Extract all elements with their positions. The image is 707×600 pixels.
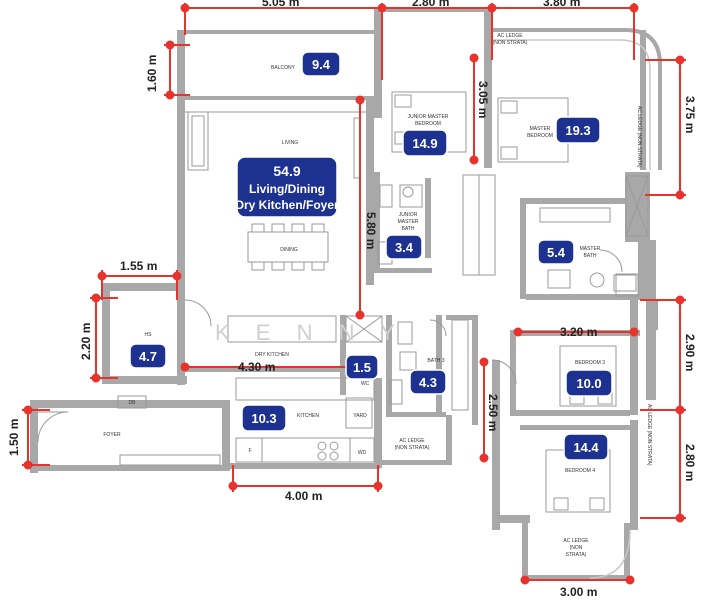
dim-junior-bedroom-depth: 3.05 m [476,81,490,118]
dimension-lines [22,3,686,585]
room-label-master-bath-2: BATH [584,253,597,259]
dim-living-depth: 5.80 m [364,212,378,249]
badge-kitchen-value: 10.3 [251,411,276,426]
badge-balcony: 9.4 [301,51,341,77]
badge-living: 54.9 Living/Dining Dry Kitchen/Foyer [235,156,339,218]
dim-bedroom3-depth: 2.90 m [683,334,697,371]
dim-balcony-depth: 1.60 m [145,55,159,92]
room-label-wd: WD [358,450,367,456]
badge-junior-master-bath-value: 3.4 [395,240,414,255]
dim-top-middle: 2.80 m [412,0,449,9]
room-label-ac-ledge-right-lower: AC LEDGE (NON STRATA) [646,404,652,466]
room-label-living: LIVING [282,140,299,146]
dim-bedroom4-width: 3.00 m [560,585,597,599]
room-label-bedroom3: BEDROOM 3 [575,360,605,366]
room-label-master-bedroom-1: MASTER [530,126,551,132]
room-label-ac-ledge-mid-2: (NON STRATA) [395,445,430,451]
room-label-junior-bath-2: MASTER [398,219,419,225]
room-label-bedroom4: BEDROOM 4 [565,468,595,474]
badge-master-bedroom-value: 19.3 [565,123,590,138]
badge-living-value: 54.9 [273,163,300,179]
room-label-ac-ledge-right-upper: AC LEDGE (NON STRATA) [636,106,642,168]
dim-master-bedroom-depth: 3.75 m [683,96,697,133]
badge-living-line1: Living/Dining [249,182,325,196]
dim-bedroom3-width: 3.20 m [560,325,597,339]
room-label-ac-ledge-bottom-3: STRATA) [566,552,587,558]
room-label-ac-ledge-bottom-2: (NON [570,545,583,551]
fixtures [37,91,649,513]
badge-master-bath: 5.4 [537,239,575,265]
badge-master-bath-value: 5.4 [547,245,566,260]
room-label-junior-bath-3: BATH [402,226,415,232]
badge-bedroom4-value: 14.4 [573,440,599,455]
room-label-yard: YARD [353,413,367,419]
dim-top-left: 5.05 m [262,0,299,9]
badge-living-line2: Dry Kitchen/Foyer [235,198,339,212]
walls [30,8,658,579]
badge-hs-value: 4.7 [139,349,157,364]
room-label-kitchen: KITCHEN [297,413,319,419]
room-label-junior-master-bedroom-2: BEDROOM [415,121,441,127]
dim-hs-width: 1.55 m [120,259,157,273]
room-label-wc: WC [361,381,370,387]
room-label-foyer: FOYER [103,432,121,438]
badge-master-bedroom: 19.3 [555,116,601,144]
room-label-ac-ledge-top-1: AC LEDGE [497,33,523,39]
badge-balcony-value: 9.4 [312,57,331,72]
watermark: K E N N Y [215,320,405,345]
badge-bedroom3-value: 10.0 [576,376,601,391]
room-label-ac-ledge-bottom-1: AC LEDGE [563,538,589,544]
room-label-dining: DINING [280,247,298,253]
dim-bedroom4-depth: 2.80 m [683,444,697,481]
room-label-hs: HS [145,332,153,338]
room-label-junior-bath-1: JUNIOR [399,212,418,218]
dim-top-right: 3.80 m [543,0,580,9]
room-label-ac-ledge-top-2: (NON STRATA) [493,40,528,46]
room-labels: BALCONY LIVING DINING JUNIOR MASTER BEDR… [103,33,652,558]
badge-bath3-value: 4.3 [419,375,437,390]
room-label-bath3: BATH 3 [427,358,444,364]
room-label-junior-master-bedroom-1: JUNIOR MASTER [408,114,449,120]
dim-foyer-depth: 1.50 m [7,419,21,456]
badge-bedroom4: 14.4 [563,433,609,461]
dimension-labels: 5.05 m 2.80 m 3.80 m 1.60 m 3.05 m 3.75 … [7,0,697,599]
room-label-db: DB [129,400,137,406]
badge-hs: 4.7 [129,343,167,369]
room-label-fridge: F [248,448,251,454]
badge-wc: 1.5 [345,354,379,380]
badge-bath3: 4.3 [409,369,447,395]
badge-wc-value: 1.5 [353,360,371,375]
room-label-master-bath-1: MASTER [580,246,601,252]
dim-dry-kitchen-width: 4.30 m [238,360,275,374]
room-label-ac-ledge-mid-1: AC LEDGE [399,438,425,444]
badge-junior-master-bedroom: 14.9 [402,129,448,157]
area-badges: 9.4 54.9 Living/Dining Dry Kitchen/Foyer… [129,51,613,461]
dim-kitchen-width: 4.00 m [285,489,322,503]
badge-kitchen: 10.3 [241,404,287,432]
room-label-balcony: BALCONY [271,65,296,71]
badge-bedroom3: 10.0 [565,369,613,397]
dim-hs-depth: 2.20 m [79,323,93,360]
dim-bath3-depth: 2.50 m [486,394,500,431]
badge-junior-master-bath: 3.4 [385,234,423,260]
badge-junior-master-bedroom-value: 14.9 [412,136,437,151]
room-label-master-bedroom-2: BEDROOM [527,133,553,139]
room-label-dry-kitchen: DRY KITCHEN [255,352,289,358]
